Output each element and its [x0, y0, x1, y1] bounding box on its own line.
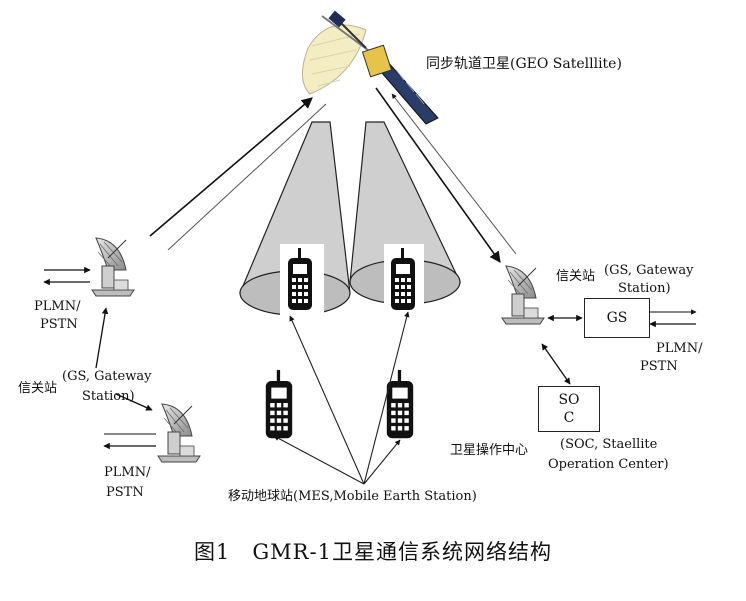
link-gw-vertical: [95, 307, 109, 369]
pstn-label: PSTN: [640, 359, 678, 374]
plmn-label: PLMN/: [34, 299, 81, 314]
mes-label: 移动地球站(MES,Mobile Earth Station): [228, 489, 477, 504]
gateway-name: 信关站: [18, 381, 58, 396]
soc-desc-line2: Operation Center): [548, 457, 669, 472]
figure-caption: 图1 GMR-1卫星通信系统网络结构: [194, 540, 552, 564]
dish-antenna-icon: [157, 403, 201, 463]
mobile-phone-icon: [265, 370, 293, 439]
mes-links: [273, 311, 410, 485]
gs-box: GS: [584, 298, 650, 338]
dish-antenna-icon: [501, 265, 545, 325]
gateway-name: 信关站: [556, 269, 596, 284]
plmn-label: PLMN/: [104, 465, 151, 480]
gateway-desc-line1: (GS, Gateway: [604, 263, 694, 278]
dish-antenna-icon: [91, 237, 135, 297]
satellite-icon: [302, 10, 439, 125]
link-left-up: [149, 97, 313, 237]
soc-box: SO C: [538, 386, 600, 432]
gateway-desc-line2: Station): [82, 389, 135, 404]
soc-box-line1: SO: [558, 392, 580, 408]
pstn-label: PSTN: [40, 317, 78, 332]
satellite-label: 同步轨道卫星(GEO Satelllite): [426, 56, 622, 72]
link-dish-soc: [541, 343, 571, 385]
link-right-up: [391, 93, 517, 255]
soc-box-line2: C: [563, 410, 575, 426]
gateway-desc-line2: Station): [618, 281, 671, 296]
beam-cone-right: [349, 121, 461, 305]
plmn-label: PLMN/: [656, 341, 703, 356]
link-right-down: [375, 87, 501, 263]
link-gw-diag: [115, 393, 153, 411]
soc-name: 卫星操作中心: [450, 443, 529, 458]
gateway-desc-line1: (GS, Gateway: [62, 369, 152, 384]
link-left-down: [167, 103, 327, 251]
soc-desc-line1: (SOC, Staellite: [560, 437, 658, 452]
pstn-label: PSTN: [106, 485, 144, 500]
